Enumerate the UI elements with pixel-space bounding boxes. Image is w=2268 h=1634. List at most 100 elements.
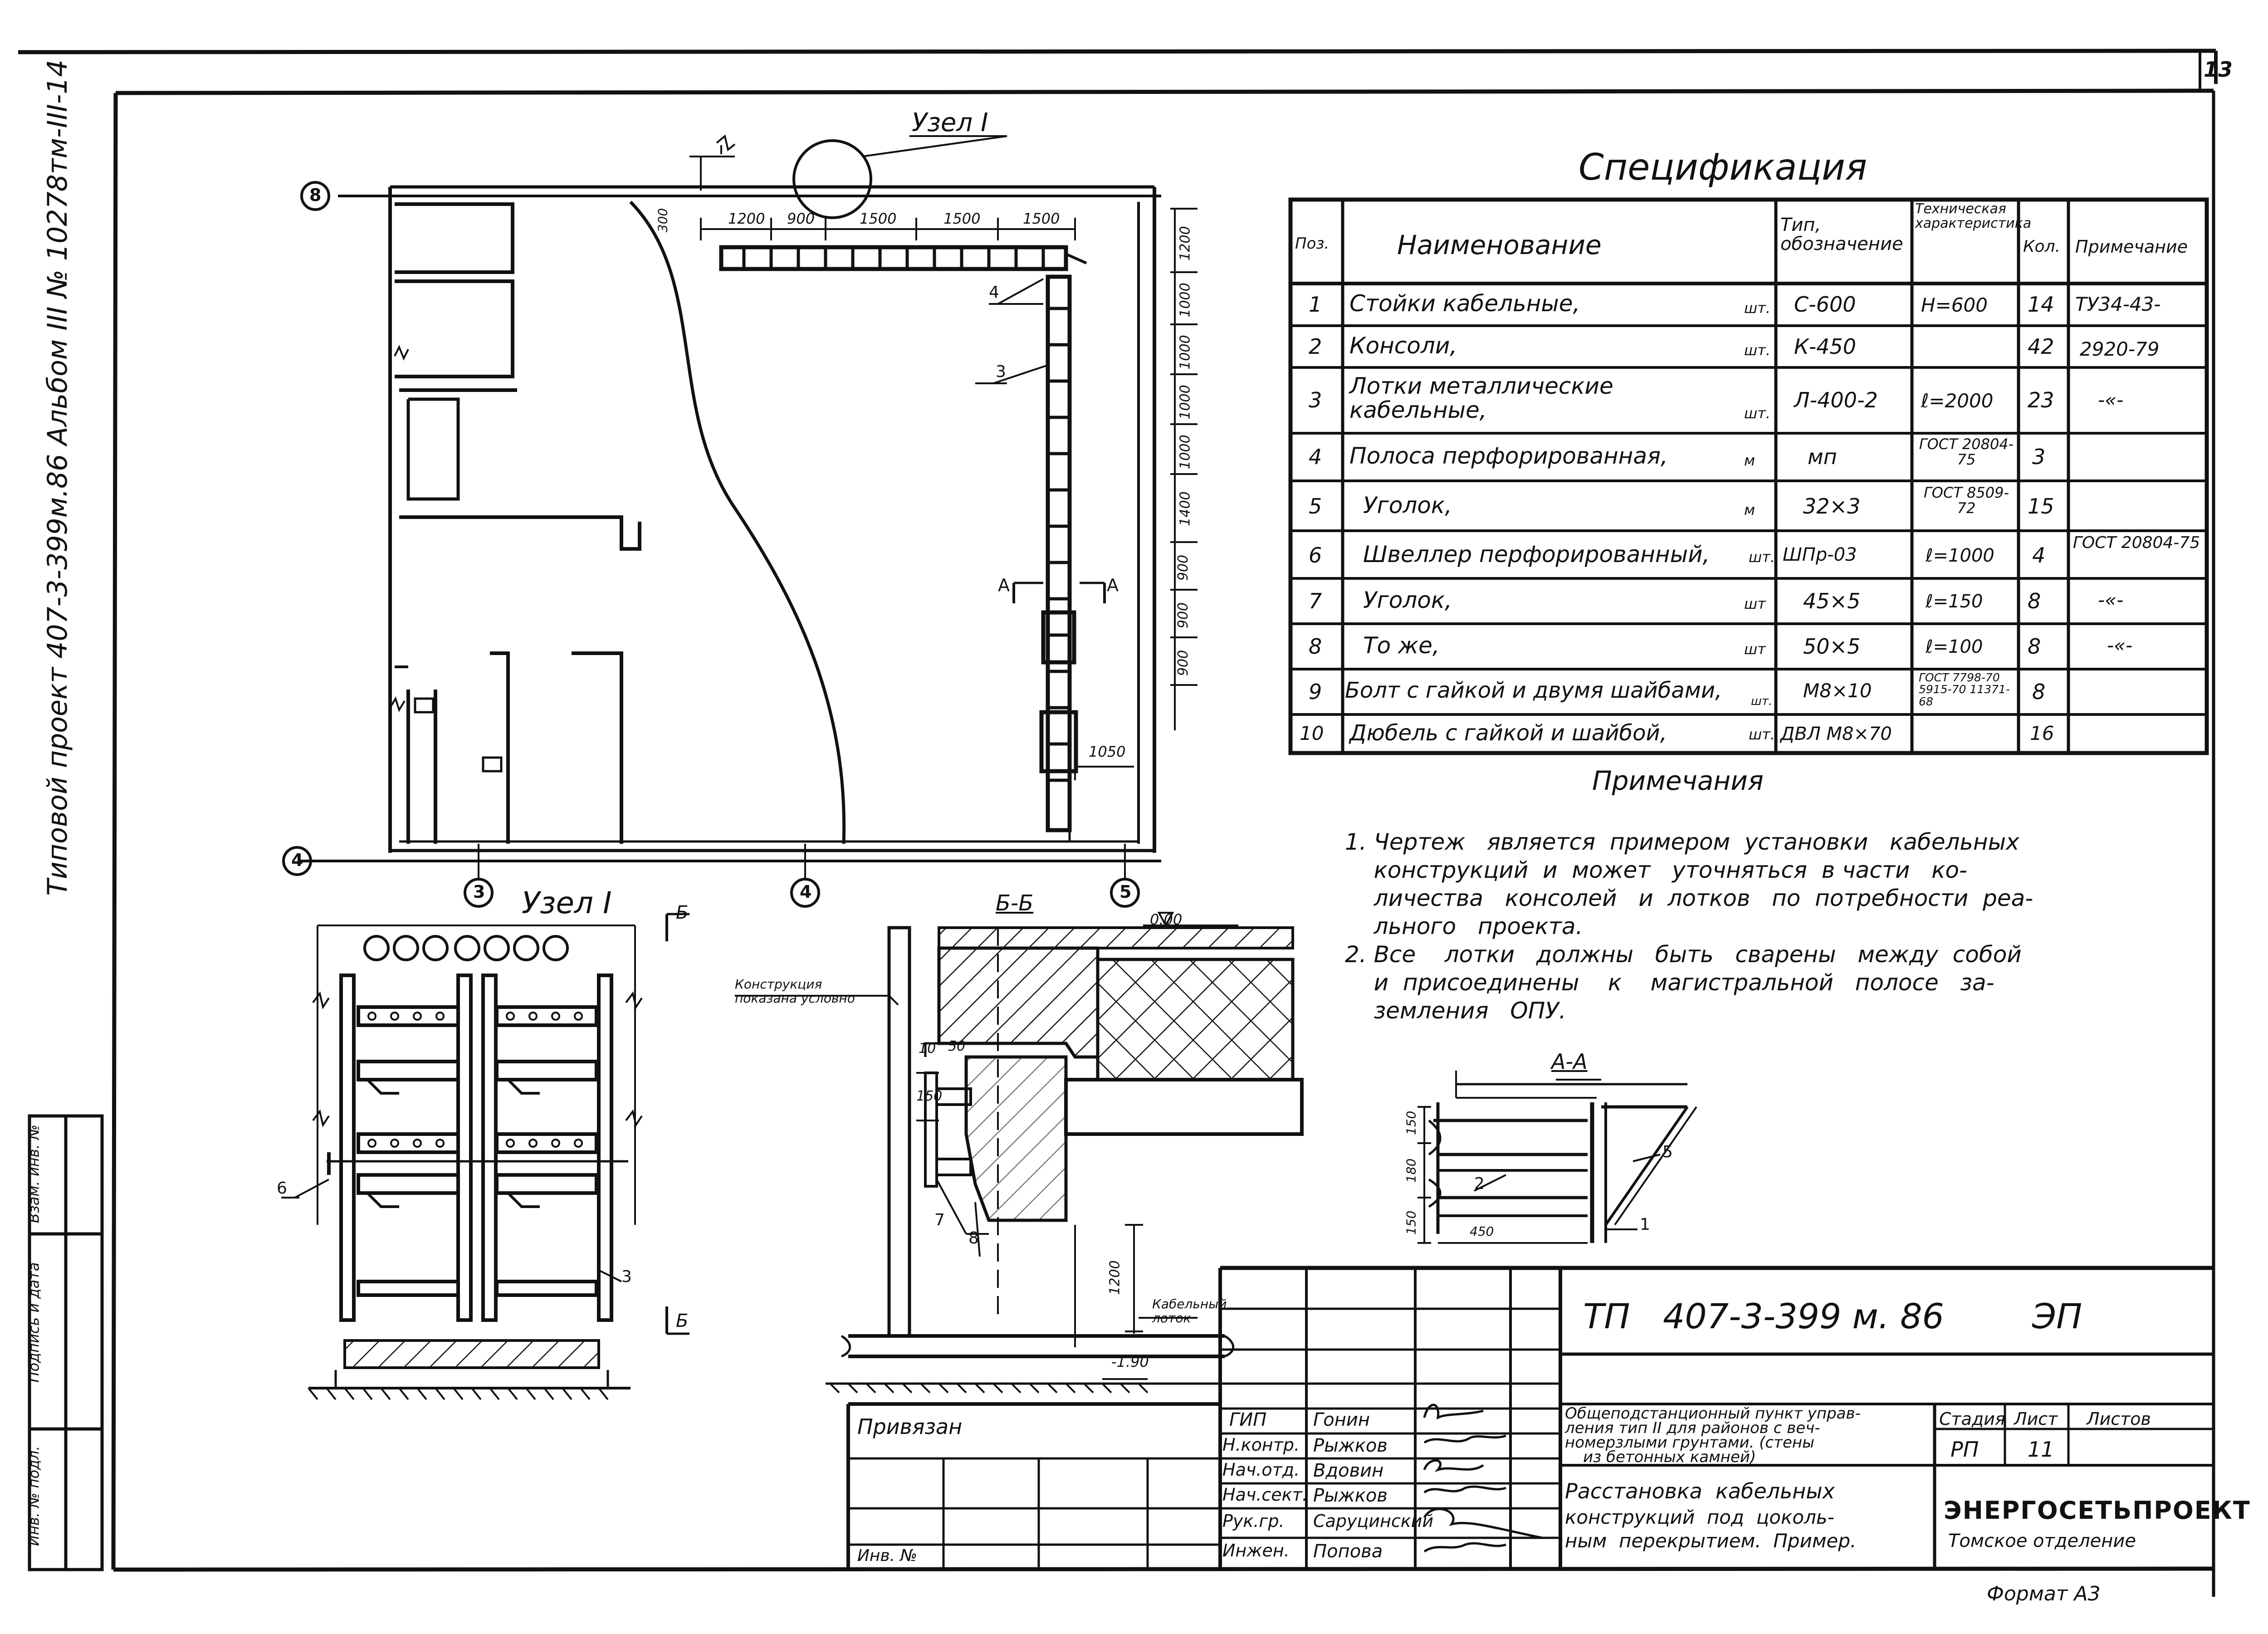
spec-type: М8×10: [1803, 680, 1872, 702]
node-leader-6: 6: [277, 1179, 287, 1198]
section-bb-leader-8: 8: [968, 1229, 979, 1248]
sheet-title-line: ным перекрытием. Пример.: [1565, 1530, 1857, 1552]
spec-row: 7 Уголок, шт 45×5 ℓ=150 8 -«-: [1290, 578, 2203, 624]
spec-name: То же,: [1363, 632, 1440, 659]
note-line: 2. Все лотки должны быть сварены между с…: [1345, 941, 2022, 968]
section-bb-note-top: Конструкция показана условно: [735, 977, 855, 1006]
spec-pos: 3: [1309, 388, 1322, 412]
name-dept-head: Вдовин: [1313, 1460, 1384, 1481]
spec-name: Консоли,: [1349, 333, 1457, 359]
node-detail: [281, 913, 689, 1400]
spec-unit: шт.: [1751, 695, 1773, 708]
leader-4-label: 4: [989, 283, 999, 302]
spec-type: Л-400-2: [1794, 388, 1878, 412]
note-line: 1. Чертеж является примером установки ка…: [1345, 829, 2019, 855]
section-bb-dim-10: 10: [919, 1041, 936, 1057]
sheet-label: Лист: [2014, 1409, 2058, 1429]
spec-row: 8 То же, шт 50×5 ℓ=100 8 -«-: [1290, 624, 2203, 669]
section-bb-elev-bottom: -1.90: [1111, 1353, 1149, 1370]
note-line: и присоединены к магистральной полосе за…: [1345, 969, 1994, 996]
name-gip: Гонин: [1313, 1409, 1370, 1430]
object-line: ления тип II для районов с веч-: [1565, 1419, 1820, 1437]
spec-unit: м: [1744, 501, 1755, 519]
spec-row: 3 Лотки металлические кабельные, шт. Л-4…: [1290, 367, 2203, 433]
spec-pos: 4: [1309, 445, 1322, 469]
stamp-inv-original: Инв. № подл.: [25, 1446, 43, 1546]
section-bb-title: Б-Б: [996, 890, 1034, 916]
spec-tech: ℓ=2000: [1921, 390, 1994, 412]
spec-qty: 8: [2032, 680, 2046, 704]
section-bb-note-bottom: Кабельный лоток: [1152, 1296, 1227, 1326]
axis-label-4: 4: [800, 882, 812, 902]
dim-right-1: 1200: [1177, 226, 1193, 261]
sheet-title: Расстановка кабельных конструкций под цо…: [1565, 1477, 1932, 1553]
spec-unit: шт: [1744, 641, 1766, 658]
dim-right-4: 1000: [1177, 385, 1193, 420]
side-inscription: Типовой проект 407-3-399м.86 Альбом III …: [42, 59, 73, 896]
stamp-replacement-inv: Взам. инв. №: [25, 1124, 43, 1223]
spec-note: -«-: [2107, 634, 2133, 656]
dim-top-5: 1500: [1023, 210, 1060, 227]
section-aa-leader-2: 2: [1474, 1174, 1485, 1193]
spec-pos: 7: [1309, 589, 1322, 613]
bound-label: Привязан: [857, 1414, 963, 1439]
note-line: личества консолей и лотков по потребност…: [1345, 885, 2033, 911]
title-block-grid: [846, 1266, 2214, 1570]
spec-unit: шт.: [1744, 299, 1771, 317]
section-aa-dim-150-bottom: 150: [1403, 1210, 1419, 1235]
sheet-frame: [18, 49, 2218, 1597]
spec-qty: 8: [2028, 634, 2041, 659]
spec-pos: 10: [1300, 722, 1324, 744]
object-name: Общеподстанционный пункт управ- ления ти…: [1565, 1404, 1932, 1465]
spec-unit: шт.: [1744, 405, 1771, 422]
stamp-sign-date: Подпись и дата: [25, 1262, 43, 1383]
spec-tech: ℓ=1000: [1926, 545, 1994, 566]
drawing-code: ТП 407-3-399 м. 86: [1583, 1296, 1944, 1336]
spec-tech: ГОСТ 7798-70 5915-70 11371-68: [1919, 671, 2010, 708]
dim-right-5: 1000: [1177, 435, 1193, 470]
spec-name: Стойки кабельные,: [1349, 290, 1580, 317]
spec-qty: 4: [2032, 543, 2046, 567]
section-bb-elev-top: 0.00: [1150, 911, 1183, 928]
role-gip: ГИП: [1229, 1409, 1267, 1430]
role-sector-head: Нач.сект.: [1222, 1485, 1308, 1505]
format-label: Формат А3: [1987, 1582, 2101, 1605]
sheet-number: 13: [2204, 57, 2233, 82]
spec-header-name: Наименование: [1397, 230, 1602, 260]
section-mark-a-right: А: [1107, 575, 1119, 595]
sheet-value: 11: [2028, 1437, 2054, 1462]
org-dept: Томское отделение: [1948, 1531, 2136, 1551]
section-aa-leader-1: 1: [1640, 1215, 1650, 1234]
spec-name: Полоса перфорированная,: [1349, 443, 1668, 469]
signatures: [1423, 1404, 1543, 1553]
section-aa: [1418, 1071, 1697, 1244]
spec-type: мп: [1808, 445, 1837, 469]
dim-right-6: 1400: [1177, 491, 1193, 526]
spec-unit: м: [1744, 452, 1755, 469]
sheets-label: Листов: [2087, 1409, 2151, 1429]
note-line: земления ОПУ.: [1345, 998, 1566, 1024]
spec-qty: 8: [2028, 589, 2041, 613]
spec-tech: Н=600: [1921, 294, 1988, 316]
spec-pos: 2: [1309, 334, 1322, 359]
org-name: ЭНЕРГОСЕТЬПРОЕКТ: [1944, 1496, 2251, 1525]
spec-qty: 23: [2028, 388, 2054, 412]
dim-right-2: 1000: [1177, 283, 1193, 318]
axis-label-5: 5: [1119, 882, 1132, 902]
spec-tech: ℓ=100: [1926, 636, 1983, 657]
spec-header-pos: Поз.: [1295, 235, 1330, 253]
dim-top-3: 1500: [860, 210, 897, 227]
left-stamp: [28, 1114, 104, 1571]
role-dept-head: Нач.отд.: [1222, 1460, 1300, 1480]
section-mark-a-left: А: [998, 575, 1010, 595]
role-engineer: Инжен.: [1222, 1541, 1290, 1561]
spec-name: Лотки металлические кабельные,: [1349, 373, 1613, 423]
object-line: Общеподстанционный пункт управ-: [1565, 1404, 1861, 1423]
section-bb-leader-7: 7: [934, 1211, 945, 1229]
spec-pos: 6: [1309, 543, 1322, 567]
inv-label: Инв. №: [857, 1546, 918, 1565]
spec-type: 32×3: [1803, 494, 1861, 519]
spec-type: К-450: [1794, 334, 1857, 359]
name-group-head: Саруцинский: [1313, 1511, 1434, 1531]
spec-unit: шт.: [1749, 726, 1775, 743]
